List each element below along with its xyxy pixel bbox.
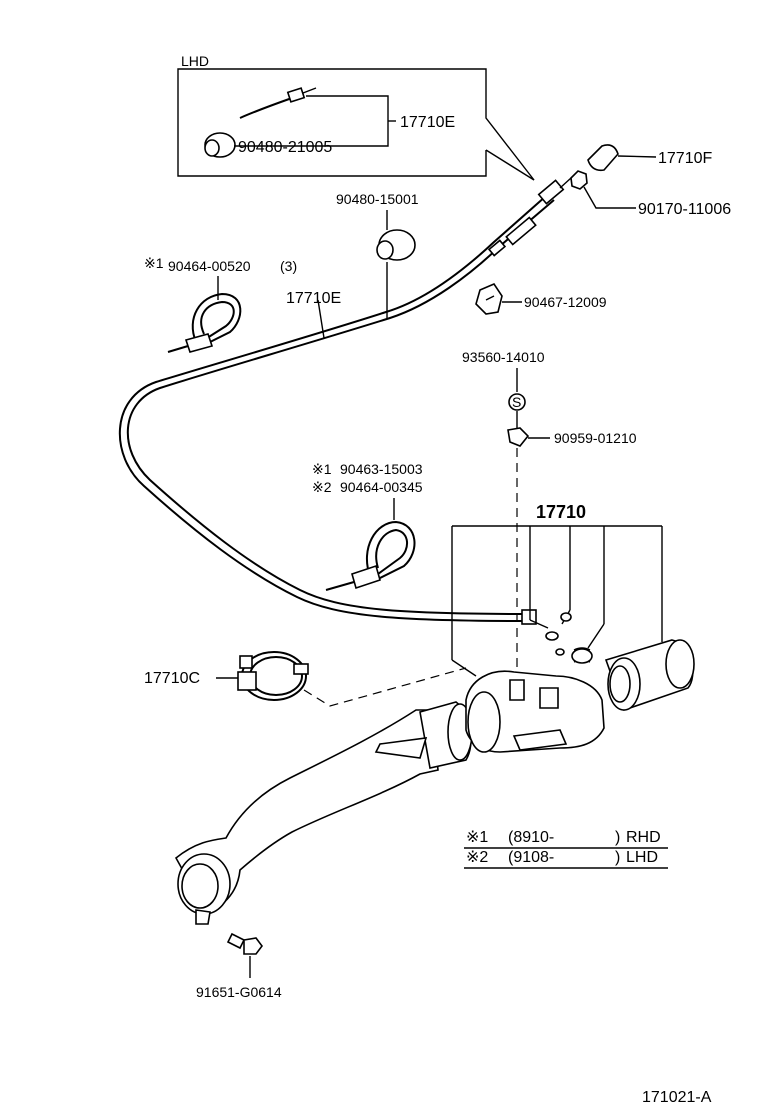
label-17710e: 17710E [286, 290, 341, 307]
label-90170-11006: 90170-11006 [638, 201, 731, 218]
tie-top-qty: (3) [280, 258, 297, 274]
cable-17710e: 17710E [118, 177, 572, 625]
tie-mid-mark2: ※2 [312, 479, 332, 495]
label-91651-g0614: 91651-G0614 [196, 984, 282, 1000]
lhd-title: LHD [181, 53, 209, 69]
label-17710c: 17710C [144, 670, 200, 687]
sealant-icon [508, 393, 526, 411]
figure-code: 171021-A [642, 1089, 712, 1106]
legend-from-2: (9108- [508, 849, 554, 866]
label-93560-14010: 93560-14010 [462, 349, 545, 365]
assembly-17710-bracket: 17710 [451, 502, 663, 677]
label-17710: 17710 [536, 502, 586, 522]
tie-band-top: ※1 90464-00520 (3) [144, 255, 297, 353]
label-17710e-inset: 17710E [400, 114, 455, 131]
sealant-stack: 93560-14010 S 90959-01210 [462, 349, 637, 690]
tie-mid-mark1: ※1 [312, 461, 332, 477]
tie-band-mid: ※1 90463-15003 ※2 90464-00345 [312, 461, 423, 591]
grommet-icon [204, 132, 236, 158]
legend-mark-2: ※2 [466, 849, 488, 866]
cable-end-icon [286, 87, 306, 103]
nut-90170: 90170-11006 [570, 170, 731, 218]
legend-from-1: (8910- [508, 829, 554, 846]
legend-side-2: LHD [626, 849, 658, 866]
duct-assembly [174, 639, 695, 925]
label-17710f: 17710F [658, 150, 712, 167]
hose-clamp-17710c: 17710C [144, 651, 467, 707]
legend-mark-1: ※1 [466, 829, 488, 846]
legend-to-2: ) [615, 849, 620, 866]
legend-side-1: RHD [626, 829, 661, 846]
label-90463-15003: 90463-15003 [340, 461, 423, 477]
sealant-symbol: S [512, 394, 521, 410]
legend-to-1: ) [615, 829, 620, 846]
clip-90467-12009: 90467-12009 [475, 283, 607, 315]
tie-top-mark: ※1 [144, 255, 164, 271]
lhd-inset: LHD 17710E 90480-21005 [177, 53, 535, 181]
label-90467-12009: 90467-12009 [524, 294, 607, 310]
label-90959-01210: 90959-01210 [554, 430, 637, 446]
label-90480-15001: 90480-15001 [336, 191, 419, 207]
legend: ※1 (8910- ) RHD ※2 (9108- ) LHD [464, 829, 668, 869]
cable-head-icon [537, 179, 565, 205]
grommet-90480-15001: 90480-15001 [336, 191, 419, 318]
spring-washers [545, 612, 593, 664]
label-90464-00520: 90464-00520 [168, 258, 251, 274]
label-90480-21005: 90480-21005 [238, 139, 332, 156]
label-90464-00345: 90464-00345 [340, 479, 423, 495]
cable-end-17710f: 17710F [587, 144, 712, 172]
bolt-91651-g0614: 91651-G0614 [196, 932, 282, 1000]
